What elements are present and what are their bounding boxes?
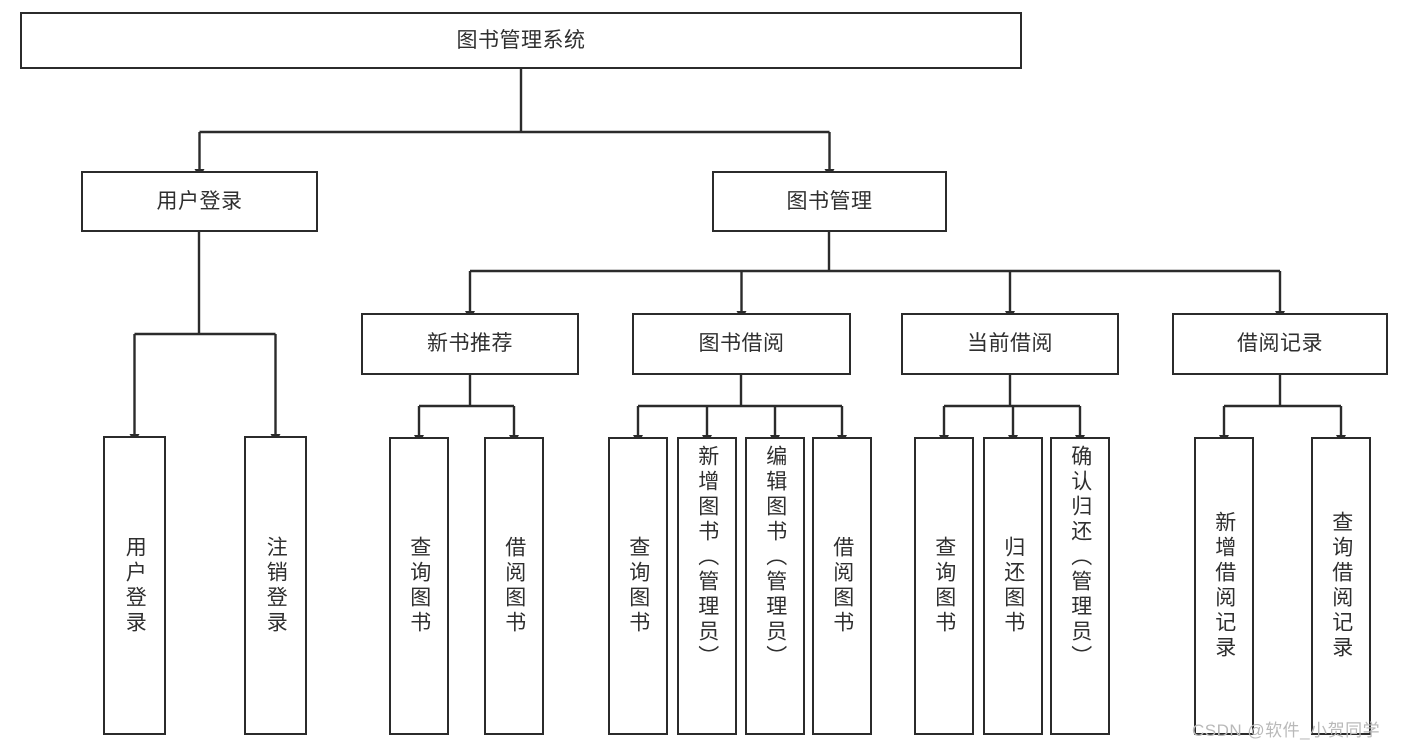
node-label: 新增图书（管理员） <box>695 445 719 670</box>
node-book-manage[interactable]: 图书管理 <box>712 171 947 232</box>
node-root[interactable]: 图书管理系统 <box>20 12 1022 69</box>
node-leaf-borrow-book-rec[interactable]: 借阅图书 <box>484 437 544 735</box>
node-label: 编辑图书（管理员） <box>763 445 787 670</box>
node-label: 归还图书 <box>1001 536 1025 636</box>
node-leaf-add-record[interactable]: 新增借阅记录 <box>1194 437 1254 735</box>
node-label: 用户登录 <box>156 189 243 213</box>
node-leaf-return-book[interactable]: 归还图书 <box>983 437 1043 735</box>
node-label: 图书管理系统 <box>456 28 586 52</box>
node-label: 查询借阅记录 <box>1329 511 1353 661</box>
node-label: 新增借阅记录 <box>1212 511 1236 661</box>
node-user-login[interactable]: 用户登录 <box>81 171 318 232</box>
node-leaf-confirm-return[interactable]: 确认归还（管理员） <box>1050 437 1110 735</box>
node-label: 查询图书 <box>932 536 956 636</box>
node-current-borrow[interactable]: 当前借阅 <box>901 313 1119 375</box>
node-leaf-query-book-borrow[interactable]: 查询图书 <box>608 437 668 735</box>
node-leaf-logout[interactable]: 注销登录 <box>244 436 307 735</box>
connector-group <box>129 69 1346 444</box>
node-label: 借阅记录 <box>1237 332 1323 356</box>
node-leaf-edit-book[interactable]: 编辑图书（管理员） <box>745 437 805 735</box>
node-label: 图书管理 <box>786 189 873 213</box>
node-leaf-query-book-rec[interactable]: 查询图书 <box>389 437 449 735</box>
node-leaf-query-book-cur[interactable]: 查询图书 <box>914 437 974 735</box>
node-leaf-borrow-book[interactable]: 借阅图书 <box>812 437 872 735</box>
node-label: 图书借阅 <box>698 332 785 356</box>
node-label: 确认归还（管理员） <box>1068 445 1092 670</box>
node-borrow-record[interactable]: 借阅记录 <box>1172 313 1388 375</box>
node-leaf-user-login[interactable]: 用户登录 <box>103 436 166 735</box>
node-new-book-rec[interactable]: 新书推荐 <box>361 313 579 375</box>
node-leaf-add-book[interactable]: 新增图书（管理员） <box>677 437 737 735</box>
node-label: 借阅图书 <box>830 536 854 636</box>
node-label: 借阅图书 <box>502 536 526 636</box>
node-label: 用户登录 <box>123 535 147 636</box>
node-book-borrow[interactable]: 图书借阅 <box>632 313 851 375</box>
node-label: 注销登录 <box>264 535 288 636</box>
node-label: 新书推荐 <box>427 332 513 356</box>
node-label: 查询图书 <box>407 536 431 636</box>
node-label: 查询图书 <box>626 536 650 636</box>
node-label: 当前借阅 <box>967 332 1053 356</box>
node-leaf-query-record[interactable]: 查询借阅记录 <box>1311 437 1371 735</box>
